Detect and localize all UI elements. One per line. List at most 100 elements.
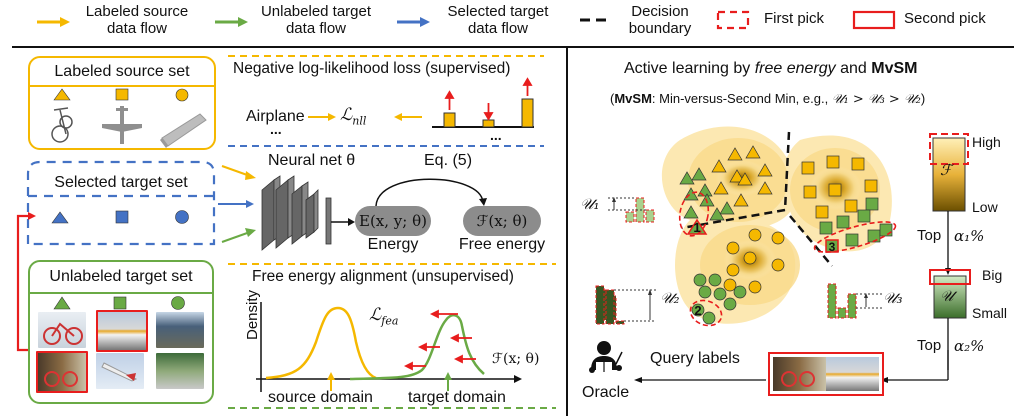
target-squares xyxy=(819,197,893,253)
u3-label: 𝒰₃ xyxy=(883,289,903,307)
arrow-left-icon xyxy=(394,113,422,121)
decision-boundary xyxy=(681,131,833,267)
square-icon xyxy=(115,88,129,101)
target-curve xyxy=(349,313,485,381)
airplane-image xyxy=(102,106,142,144)
bicycle-image xyxy=(51,107,73,143)
free-energy-pill xyxy=(463,206,541,236)
free-energy-formula: ℱ(x; θ) xyxy=(476,212,528,230)
target-circles xyxy=(691,273,747,325)
feature-space-clusters: 1 2 3 xyxy=(661,126,897,327)
source-triangles xyxy=(711,145,773,207)
step2-top: Top xyxy=(917,337,942,354)
nll-class-label: Airplane xyxy=(246,108,305,125)
labeled-source-set-title: Labeled source set xyxy=(54,63,190,80)
triangle-icon xyxy=(53,88,71,101)
f-bar-high: High xyxy=(972,134,1001,150)
bar-1 xyxy=(443,112,456,128)
step2-alpha: α₂% xyxy=(954,337,985,355)
feedback-arrow xyxy=(16,212,36,352)
selected-images xyxy=(768,352,884,396)
arrow-right-icon xyxy=(308,113,336,121)
thumb-bus-2 xyxy=(156,353,204,389)
legend-first-pick: First pick xyxy=(764,10,824,27)
source-curve xyxy=(265,306,377,380)
pick-number-2: 2 xyxy=(694,303,701,318)
right-title: Active learning by free energy and MvSM xyxy=(624,60,918,77)
triangle-icon xyxy=(53,296,71,310)
free-energy-label: Free energy xyxy=(458,236,546,253)
unlabeled-target-set: Unlabeled target set xyxy=(28,260,214,404)
labeled-source-samples xyxy=(51,88,207,148)
selection-pipeline xyxy=(929,133,971,370)
selected-bicycle-image xyxy=(773,357,826,391)
f-bar-low: Low xyxy=(972,199,998,215)
right-subtitle: (MvSM: Min-versus-Second Min, e.g., 𝒰₁ >… xyxy=(610,91,926,107)
histogram-u1 xyxy=(608,197,655,223)
selected-target-set-title: Selected target set xyxy=(54,174,188,191)
u-bar-small: Small xyxy=(972,305,1008,321)
step1-alpha: α₁% xyxy=(954,227,985,245)
eq-label: Eq. (5) xyxy=(424,152,473,169)
arrow-right-icon xyxy=(215,17,248,27)
pick-number-1: 1 xyxy=(693,220,700,235)
u1-label: 𝒰₁ xyxy=(580,195,600,213)
bar-3 xyxy=(521,98,534,128)
arrow-right-icon xyxy=(37,17,70,27)
nll-ellipsis: ... xyxy=(270,121,282,137)
energy-label: Energy xyxy=(367,236,419,253)
target-domain-label: target domain xyxy=(408,389,506,406)
red-arrows xyxy=(444,77,533,121)
dashed-line-icon xyxy=(580,18,610,22)
energy-formula: E(x, y; θ) xyxy=(359,212,427,230)
fea-loss-symbol: ℒfea xyxy=(369,305,399,328)
free-energy-bar xyxy=(932,137,966,212)
histogram-u2-full xyxy=(595,285,656,325)
thumb-bus-1 xyxy=(156,312,204,348)
arrow-green-input xyxy=(221,228,256,243)
unlabeled-shapes xyxy=(53,296,185,310)
panel-divider xyxy=(566,46,568,416)
source-circles xyxy=(723,228,785,294)
source-domain-label: source domain xyxy=(268,389,373,406)
step1-top: Top xyxy=(917,227,942,244)
selected-target-set xyxy=(26,160,216,246)
circle-icon xyxy=(171,296,185,310)
selected-airplane-image xyxy=(826,357,879,391)
u-bar-big: Big xyxy=(982,267,1003,283)
query-labels: Query labels xyxy=(650,350,740,367)
circle-icon xyxy=(175,210,189,224)
arrow-right-icon xyxy=(397,17,430,27)
legend-second-pick: Second pick xyxy=(904,10,986,27)
oracle-label: Oracle xyxy=(582,384,630,401)
network-title: Neural net θ xyxy=(268,152,356,169)
fea-x-label: ℱ(x; θ) xyxy=(492,351,540,367)
u2-label: 𝒰₂ xyxy=(660,289,680,307)
square-icon xyxy=(113,296,127,310)
bus-image xyxy=(160,113,207,148)
unlabeled-target-set-title: Unlabeled target set xyxy=(49,268,193,285)
circle-icon xyxy=(175,88,189,102)
square-icon xyxy=(115,210,129,224)
second-pick-box xyxy=(929,269,971,285)
triangle-icon xyxy=(51,211,69,224)
arrow-yellow-input xyxy=(221,165,256,180)
header-divider xyxy=(12,46,1014,48)
first-pick-box xyxy=(929,133,969,165)
f-bar-symbol: ℱ xyxy=(940,161,952,179)
nll-loss-symbol: ℒnll xyxy=(340,105,367,128)
thumb-bicycle-2-second-pick xyxy=(36,351,88,393)
thumb-airplane-2 xyxy=(96,353,144,389)
network-diagram xyxy=(218,165,541,251)
thumb-airplane-1-second-pick xyxy=(96,310,148,352)
nll-title: Negative log-likelihood loss (supervised… xyxy=(233,60,511,77)
solid-rect-icon xyxy=(852,10,896,30)
histogram-u3 xyxy=(827,283,882,319)
query-flow xyxy=(634,350,949,383)
fea-box xyxy=(227,263,557,409)
fea-y-label: Density xyxy=(244,289,261,340)
